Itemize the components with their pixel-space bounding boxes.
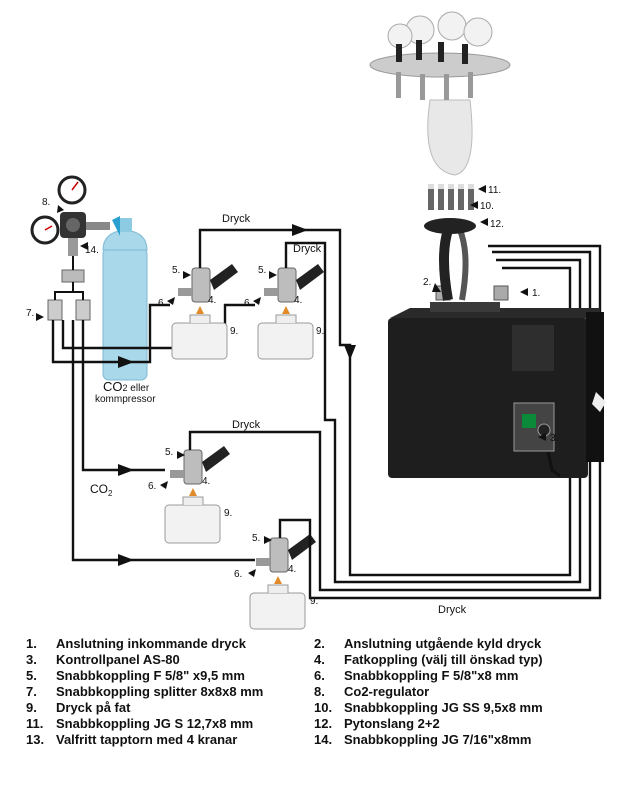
- splitter-7: [47, 256, 91, 321]
- legend-item: 4. Fatkoppling (välj till önskad typ): [314, 652, 543, 667]
- legend-item: 12. Pytonslang 2+2: [314, 716, 440, 731]
- label-n9d: 9.: [310, 596, 318, 607]
- label-n12: 12.: [490, 219, 504, 230]
- legend-item: 3. Kontrollpanel AS-80: [26, 652, 180, 667]
- legend-number: 14.: [314, 732, 333, 747]
- label-dryck-3: Dryck: [232, 419, 261, 431]
- legend-text: Snabbkoppling JG S 12,7x8 mm: [56, 716, 254, 731]
- keg-4: [249, 534, 316, 630]
- beer-arrows: [292, 224, 356, 360]
- co2-bottle: [102, 216, 148, 381]
- legend-number: 10.: [314, 700, 333, 715]
- label-n4b: 4.: [294, 295, 302, 306]
- legend-number: 2.: [314, 636, 325, 651]
- callout-arrows: [36, 185, 546, 577]
- legend-number: 8.: [314, 684, 325, 699]
- tap-tower: [369, 11, 511, 176]
- legend-item: 5. Snabbkoppling F 5/8" x9,5 mm: [26, 668, 245, 683]
- label-n5c: 5.: [165, 447, 173, 458]
- legend-item: 8. Co2-regulator: [314, 684, 429, 699]
- legend-item: 11. Snabbkoppling JG S 12,7x8 mm: [26, 716, 253, 731]
- label-n7: 7.: [26, 308, 34, 319]
- label-n9b: 9.: [316, 326, 324, 337]
- keg-2: [257, 264, 324, 360]
- legend-text: Fatkoppling (välj till önskad typ): [344, 652, 543, 667]
- legend-text: Snabbkoppling F 5/8"x8 mm: [344, 668, 519, 683]
- label-n5b: 5.: [258, 265, 266, 276]
- label-n2: 2.: [423, 277, 431, 288]
- label-n6b: 6.: [244, 298, 252, 309]
- legend-number: 6.: [314, 668, 325, 683]
- label-n14: 14.: [85, 245, 99, 256]
- keg-1: [171, 264, 238, 360]
- legend-text: Valfritt tapptorn med 4 kranar: [56, 732, 238, 747]
- legend-text: Dryck på fat: [56, 700, 131, 715]
- legend-number: 4.: [314, 652, 325, 667]
- legend-text: Kontrollpanel AS-80: [56, 652, 180, 667]
- legend-number: 13.: [26, 732, 45, 747]
- legend-number: 3.: [26, 652, 37, 667]
- legend-number: 5.: [26, 668, 37, 683]
- label-n5a: 5.: [172, 265, 180, 276]
- legend-text: Snabbkoppling JG SS 9,5x8 mm: [344, 700, 543, 715]
- legend-item: 10. Snabbkoppling JG SS 9,5x8 mm: [314, 700, 543, 715]
- label-n6a: 6.: [158, 298, 166, 309]
- label-dryck-4: Dryck: [438, 604, 467, 616]
- label-dryck-2: Dryck: [293, 243, 322, 255]
- legend-number: 11.: [26, 716, 44, 731]
- legend-number: 1.: [26, 636, 37, 651]
- legend-item: 13. Valfritt tapptorn med 4 kranar: [26, 732, 237, 747]
- legend-text: Snabbkoppling F 5/8" x9,5 mm: [56, 668, 245, 683]
- label-n8: 8.: [42, 197, 50, 208]
- legend-text: Snabbkoppling splitter 8x8x8 mm: [56, 684, 264, 699]
- legend-number: 7.: [26, 684, 37, 699]
- label-n11: 11.: [488, 185, 501, 196]
- label-n3: 3.: [550, 433, 558, 444]
- legend-item: 2. Anslutning utgående kyld dryck: [314, 636, 541, 651]
- legend-number: 9.: [26, 700, 37, 715]
- legend-number: 12.: [314, 716, 333, 731]
- python-hose: [424, 184, 476, 301]
- label-n6d: 6.: [234, 569, 242, 580]
- label-n4c: 4.: [202, 476, 210, 487]
- legend-text: Pytonslang 2+2: [344, 716, 440, 731]
- label-n1: 1.: [532, 288, 540, 299]
- label-co2-source: CO2 eller: [103, 379, 150, 394]
- beer-system-diagram: Dryck Dryck Dryck Dryck CO2 eller kommpr…: [26, 11, 606, 630]
- label-n10: 10.: [480, 201, 494, 212]
- label-dryck-1: Dryck: [222, 213, 251, 225]
- label-n9c: 9.: [224, 508, 232, 519]
- legend-text: Anslutning utgående kyld dryck: [344, 636, 542, 651]
- legend-item: 14. Snabbkoppling JG 7/16"x8mm: [314, 732, 532, 747]
- label-kommpressor: kommpressor: [95, 394, 156, 405]
- cooler-unit: [388, 285, 606, 478]
- legend-item: 9. Dryck på fat: [26, 700, 130, 715]
- label-n9a: 9.: [230, 326, 238, 337]
- legend-item: 1. Anslutning inkommande dryck: [26, 636, 246, 651]
- label-n6c: 6.: [148, 481, 156, 492]
- legend-item: 7. Snabbkoppling splitter 8x8x8 mm: [26, 684, 263, 699]
- legend-text: Snabbkoppling JG 7/16"x8mm: [344, 732, 532, 747]
- legend-text: Co2-regulator: [344, 684, 430, 699]
- legend-text: Anslutning inkommande dryck: [56, 636, 246, 651]
- keg-3: [164, 446, 230, 544]
- label-n4d: 4.: [288, 564, 296, 575]
- label-n4a: 4.: [208, 295, 216, 306]
- label-n5d: 5.: [252, 533, 260, 544]
- legend-item: 6. Snabbkoppling F 5/8"x8 mm: [314, 668, 518, 683]
- label-co2-mid: CO2: [90, 482, 113, 498]
- co2-regulator: [30, 175, 110, 256]
